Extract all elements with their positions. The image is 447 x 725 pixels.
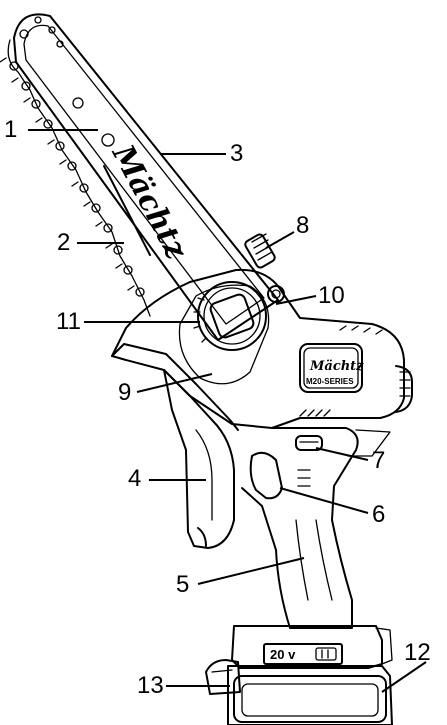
rear-handle	[241, 427, 391, 629]
front-handle	[163, 369, 235, 549]
battery-release-button	[205, 659, 241, 695]
callout-13: 13	[137, 672, 164, 699]
saw-chain	[0, 16, 151, 317]
guide-bar: Mächtz	[13, 13, 279, 341]
callout-10: 10	[318, 282, 345, 309]
callout-5: 5	[176, 571, 190, 598]
callout-9: 9	[118, 379, 132, 406]
callout-4: 4	[128, 465, 142, 492]
callout-12: 12	[404, 639, 431, 666]
fixing-screw	[267, 285, 285, 303]
safety-lock-button	[295, 435, 323, 451]
body-logo-text: Mächtz	[309, 359, 364, 374]
callout-1: 1	[4, 116, 18, 143]
chainsaw-housing: Mächtz M20-SERIES	[111, 268, 413, 429]
voltage-label: 20 v	[270, 647, 296, 662]
callout-7: 7	[372, 447, 386, 474]
callout-6: 6	[372, 501, 386, 528]
trigger	[249, 451, 283, 500]
leader-lines	[28, 129, 427, 693]
callout-3: 3	[230, 140, 244, 167]
series-label: M20-SERIES	[306, 377, 354, 386]
callout-8: 8	[296, 212, 310, 239]
battery-pack: 20 v	[227, 625, 393, 725]
hand-guard	[111, 343, 239, 431]
sprocket-cover	[193, 281, 267, 351]
callout-11: 11	[56, 308, 81, 335]
callout-2: 2	[57, 229, 71, 256]
